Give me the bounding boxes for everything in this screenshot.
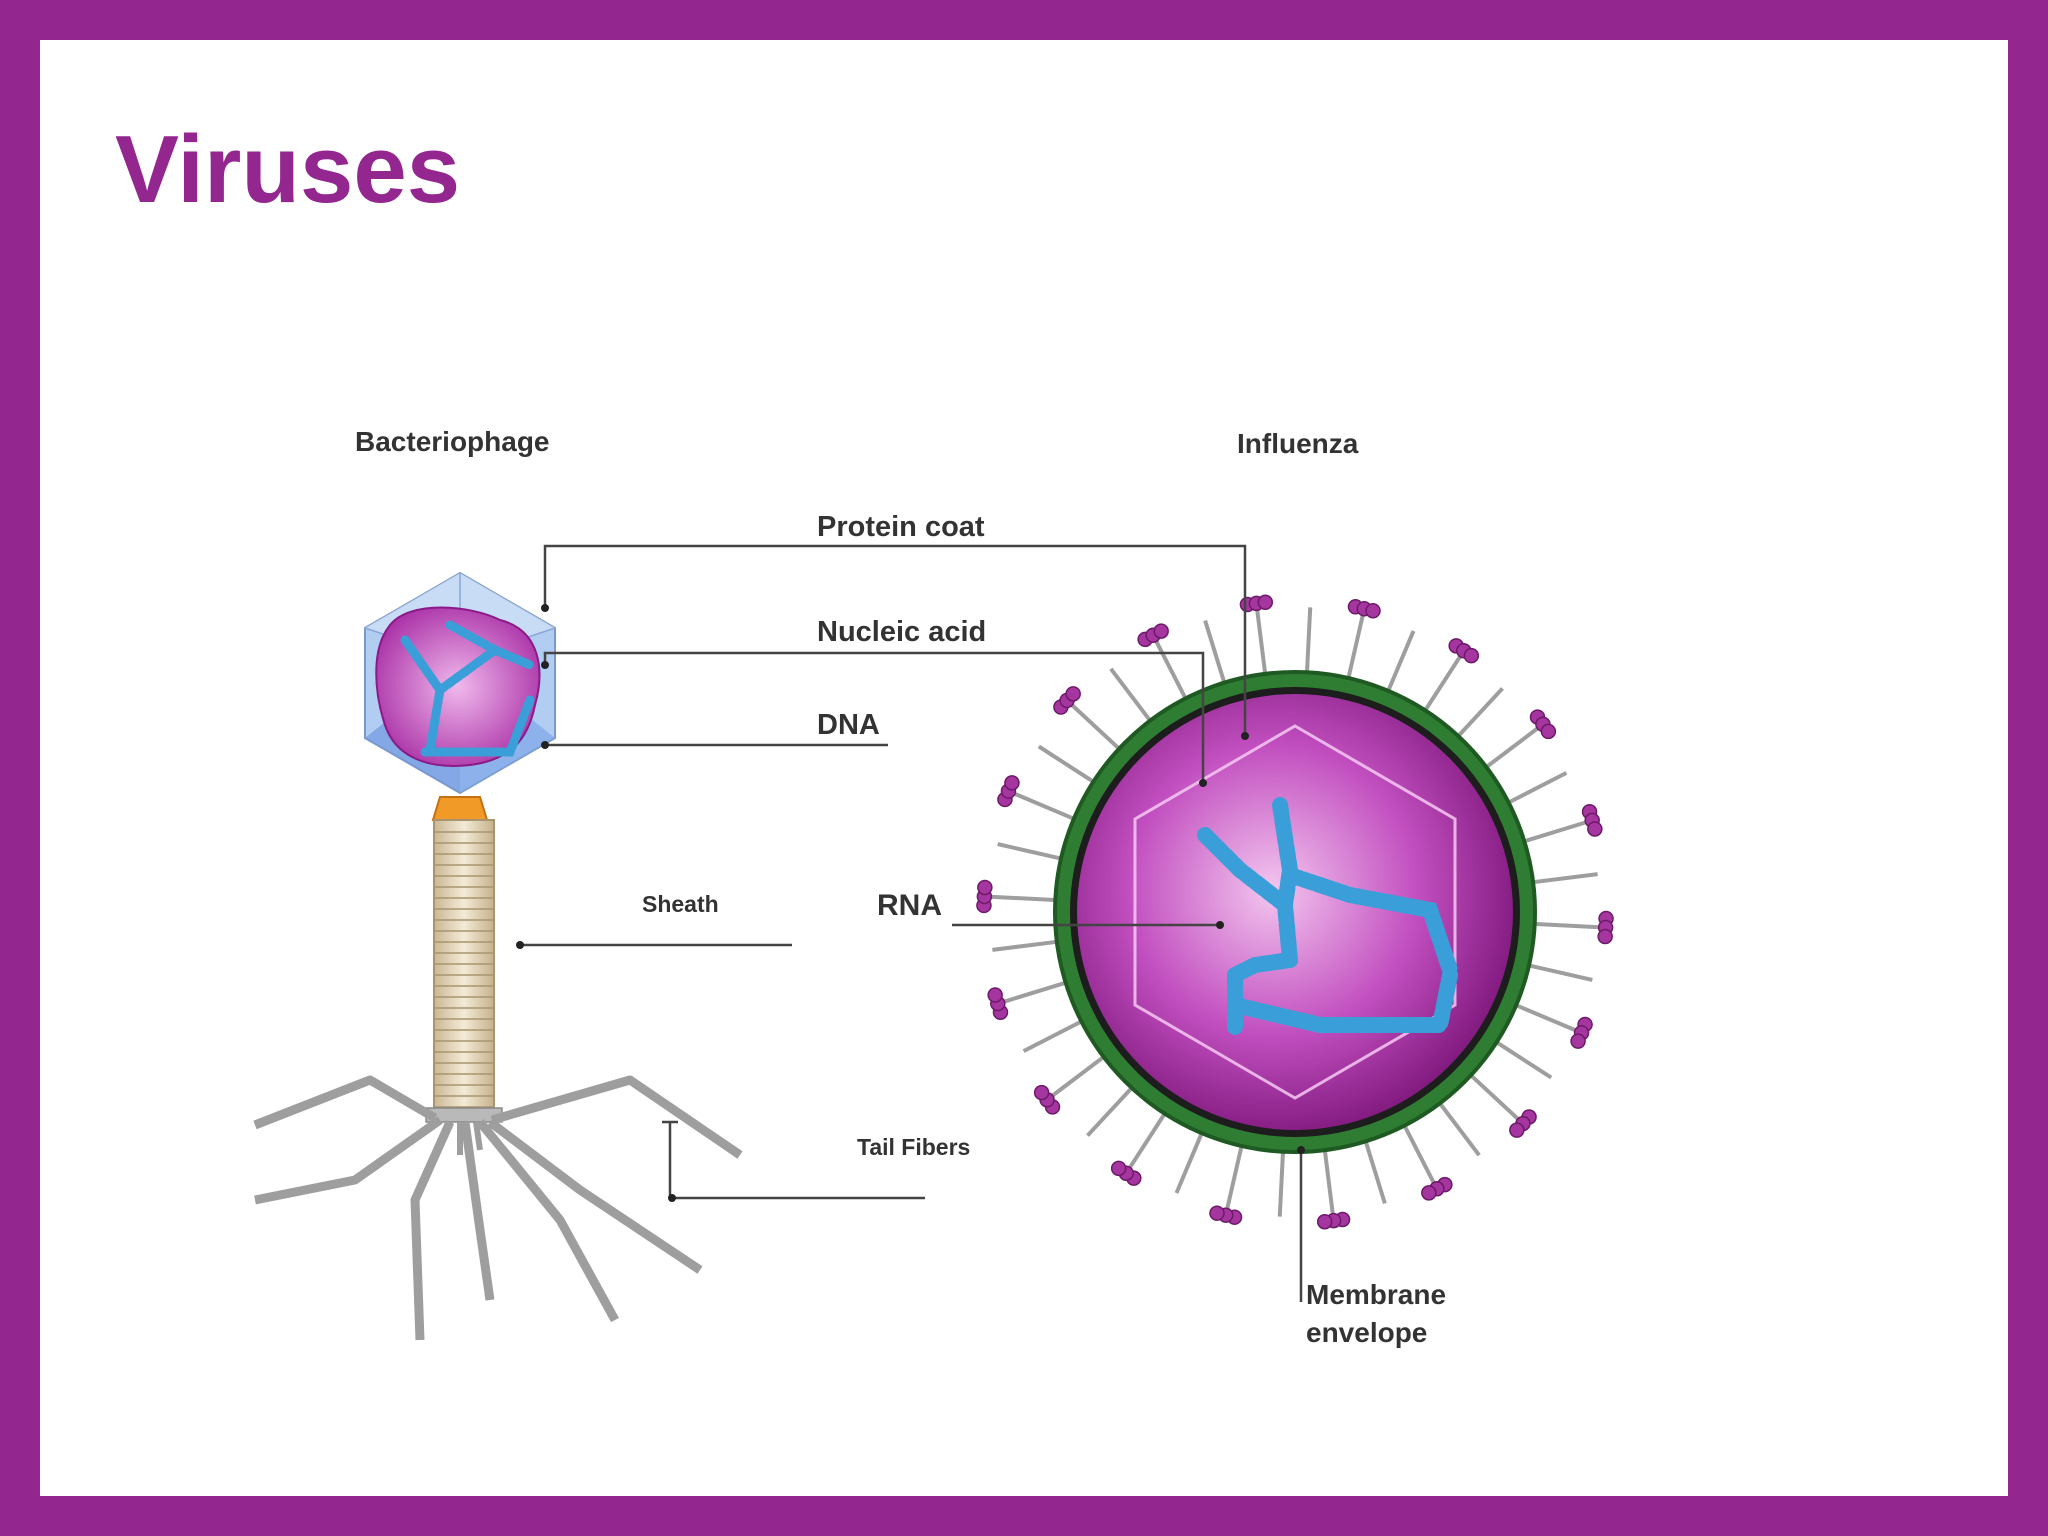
- influenza-spike: [1492, 1038, 1553, 1080]
- virus-diagram: Bacteriophage Influenza Protein coat Nuc…: [253, 426, 1614, 1348]
- leader-protein-coat: [543, 544, 1247, 736]
- influenza-spike: [1070, 703, 1124, 753]
- influenza-spike: [1511, 1001, 1577, 1033]
- influenza-spike: [1421, 654, 1463, 715]
- influenza-spike-head: [1529, 709, 1557, 740]
- influenza-spike: [1086, 1083, 1136, 1137]
- influenza-spike-head: [1509, 1109, 1537, 1138]
- influenza-spike-head: [976, 879, 993, 914]
- influenza-spike: [1530, 921, 1600, 930]
- influenza-spike-head: [1581, 804, 1603, 837]
- influenza-spike: [1154, 639, 1190, 703]
- label-membrane-line1: Membrane: [1306, 1279, 1446, 1310]
- influenza-spike: [1466, 1071, 1520, 1121]
- influenza-spike: [1362, 1136, 1387, 1205]
- leader-endpoints: [516, 604, 1305, 1202]
- leader-lines: [520, 544, 1303, 1302]
- influenza-spike: [1400, 1121, 1436, 1185]
- influenza-spike-head: [1053, 686, 1081, 715]
- influenza-virion: [976, 594, 1614, 1230]
- influenza-spike-head: [1033, 1084, 1061, 1115]
- influenza-spike: [1022, 1017, 1086, 1053]
- influenza-spike-head: [1209, 1205, 1243, 1225]
- influenza-spike: [1345, 614, 1365, 683]
- influenza-spike: [1384, 630, 1416, 696]
- influenza-spike: [1109, 667, 1155, 726]
- influenza-spike-head: [1570, 1016, 1593, 1049]
- label-protein-coat: Protein coat: [817, 511, 985, 543]
- influenza-surface-spikes: [976, 594, 1614, 1230]
- influenza-inner-hexagon: [1133, 724, 1457, 1100]
- influenza-spike: [992, 939, 1062, 952]
- influenza-spike-head: [1110, 1160, 1142, 1186]
- influenza-spike: [1203, 619, 1228, 688]
- bacteriophage-dna-strand: [400, 620, 535, 757]
- influenza-spike: [1528, 872, 1598, 885]
- influenza-spike: [1013, 791, 1079, 823]
- influenza-spike-head: [1597, 910, 1614, 945]
- label-rna: RNA: [877, 889, 942, 922]
- influenza-spike: [1050, 1052, 1109, 1098]
- influenza-spike: [990, 894, 1060, 903]
- influenza-spike: [1277, 1147, 1286, 1217]
- influenza-spike: [1504, 771, 1568, 807]
- influenza-heading: Influenza: [1237, 428, 1359, 459]
- influenza-spike: [1304, 607, 1313, 677]
- influenza-rna-strand: [1197, 797, 1458, 1038]
- influenza-spike: [1255, 609, 1268, 679]
- influenza-spike: [997, 842, 1066, 862]
- label-tail-fibers: Tail Fibers: [857, 1134, 970, 1160]
- influenza-spike-head: [1421, 1176, 1453, 1201]
- influenza-spike-head: [1347, 599, 1381, 619]
- influenza-spike: [1002, 979, 1071, 1004]
- label-nucleic-acid: Nucleic acid: [817, 616, 986, 648]
- influenza-spike: [1225, 1141, 1245, 1210]
- label-sheath: Sheath: [642, 891, 719, 917]
- bacteriophage-tail-fibers: [253, 1075, 743, 1341]
- influenza-spike-head: [987, 987, 1009, 1020]
- bacteriophage-sheath: [433, 819, 495, 1111]
- bacteriophage: [253, 571, 743, 1341]
- influenza-spike: [1454, 687, 1504, 741]
- influenza-spike: [1435, 1098, 1481, 1157]
- label-dna: DNA: [817, 709, 880, 741]
- influenza-spike: [1481, 726, 1540, 772]
- influenza-spike-head: [1137, 623, 1169, 648]
- influenza-spike: [1174, 1128, 1206, 1194]
- influenza-capsid: [1077, 694, 1513, 1130]
- bacteriophage-collar: [431, 796, 489, 821]
- influenza-spike: [1037, 744, 1098, 786]
- slide-title: Viruses: [115, 116, 461, 223]
- influenza-spike: [1322, 1145, 1335, 1215]
- influenza-spike: [1127, 1109, 1169, 1170]
- influenza-spike: [1524, 962, 1593, 982]
- influenza-spike-head: [1448, 638, 1480, 664]
- influenza-spike: [1519, 820, 1588, 845]
- slide: Viruses: [40, 40, 2008, 1496]
- label-membrane-line2: envelope: [1306, 1317, 1427, 1348]
- influenza-spike-head: [997, 775, 1020, 808]
- bacteriophage-heading: Bacteriophage: [355, 426, 550, 457]
- influenza-spike-head: [1316, 1211, 1351, 1230]
- influenza-spike-head: [1239, 594, 1274, 613]
- leader-nucleic-acid: [543, 651, 1205, 783]
